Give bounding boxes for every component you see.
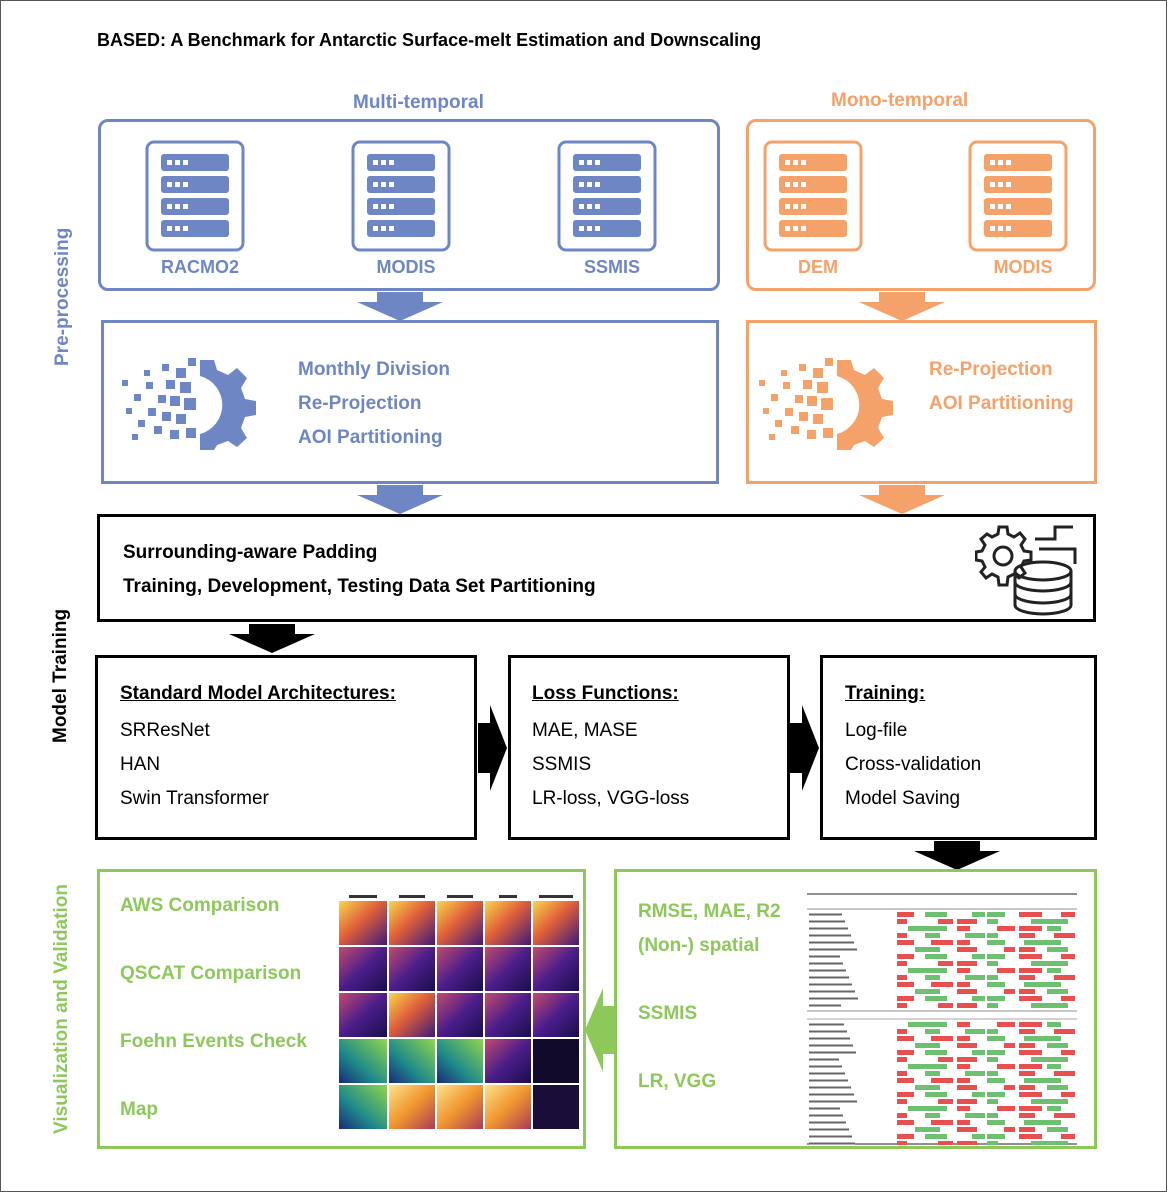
- multi-temporal-preprocessing-box: [101, 320, 719, 484]
- training-item: Log-file: [845, 720, 908, 741]
- arrow-down-icon: [857, 292, 947, 322]
- database-server-icon: [145, 140, 245, 252]
- architecture-item: HAN: [120, 754, 161, 775]
- side-label-visualization: Visualization and Validation: [51, 884, 72, 1134]
- step-monthly-division: Monthly Division: [298, 359, 450, 380]
- step-aoi-partitioning: AOI Partitioning: [929, 393, 1074, 414]
- source-label-ssmis: SSMIS: [583, 257, 640, 277]
- results-table-image: [807, 893, 1077, 1145]
- side-label-model-training: Model Training: [50, 608, 71, 743]
- loss-item: MAE, MASE: [532, 720, 638, 741]
- mono-temporal-sources-box: [746, 119, 1096, 291]
- loss-functions-box: [508, 655, 790, 840]
- database-server-icon: [351, 140, 451, 252]
- architectures-box: [95, 655, 477, 840]
- mono-temporal-title: Mono-temporal: [831, 90, 969, 111]
- padding-lines: Surrounding-aware Padding Training, Deve…: [123, 536, 596, 604]
- arrow-down-icon: [355, 292, 445, 322]
- validation-item-qscat: QSCAT Comparison: [120, 963, 302, 984]
- training-box: [820, 655, 1097, 840]
- padding-line: Surrounding-aware Padding: [123, 542, 378, 563]
- architecture-item: Swin Transformer: [120, 788, 269, 809]
- metric-rmse-mae-r2: RMSE, MAE, R2: [638, 901, 781, 922]
- step-re-projection: Re-Projection: [929, 359, 1053, 380]
- training-title: Training:: [845, 683, 926, 704]
- training-item: Cross-validation: [845, 754, 982, 775]
- database-server-icon: [968, 140, 1068, 252]
- loss-functions-content: Loss Functions: MAE, MASE SSMIS LR-loss,…: [532, 683, 689, 816]
- metric-ssmis: SSMIS: [638, 1003, 698, 1024]
- arrow-left-icon: [584, 988, 616, 1072]
- step-aoi-partitioning: AOI Partitioning: [298, 427, 443, 448]
- multi-temporal-steps: Monthly Division Re-Projection AOI Parti…: [298, 353, 450, 455]
- validation-item-map: Map: [120, 1099, 158, 1120]
- source-label-racmo2: RACMO2: [160, 257, 239, 277]
- arrow-down-icon: [227, 624, 317, 654]
- arrow-down-icon: [355, 485, 445, 515]
- architecture-item: SRResNet: [120, 720, 210, 741]
- side-label-preprocessing: Pre-processing: [52, 227, 73, 366]
- arrow-down-icon: [857, 485, 947, 515]
- loss-item: SSMIS: [532, 754, 592, 775]
- loss-item: LR-loss, VGG-loss: [532, 788, 690, 809]
- partitioning-line: Training, Development, Testing Data Set …: [123, 576, 596, 597]
- validation-box: [97, 869, 586, 1149]
- source-label-dem: DEM: [798, 257, 838, 277]
- step-re-projection: Re-Projection: [298, 393, 422, 414]
- mono-temporal-steps: Re-Projection AOI Partitioning: [929, 353, 1074, 421]
- data-processing-gear-icon: [755, 350, 895, 450]
- arrow-right-icon: [478, 705, 508, 791]
- figure-title: BASED: A Benchmark for Antarctic Surface…: [97, 30, 762, 50]
- arrow-down-icon: [912, 841, 1002, 871]
- source-label-modis: MODIS: [993, 257, 1053, 277]
- multi-temporal-title: Multi-temporal: [353, 92, 484, 113]
- data-processing-gear-icon: [118, 350, 258, 450]
- validation-item-aws: AWS Comparison: [120, 895, 280, 916]
- metric-spatial: (Non-) spatial: [638, 935, 760, 956]
- multi-temporal-sources-box: [98, 119, 720, 291]
- loss-functions-title: Loss Functions:: [532, 683, 679, 704]
- arrow-right-icon: [790, 705, 820, 791]
- database-server-icon: [763, 140, 863, 252]
- padding-partitioning-box: [97, 514, 1096, 622]
- gear-database-icon: [975, 519, 1080, 617]
- source-label-modis: MODIS: [376, 257, 436, 277]
- architectures-content: Standard Model Architectures: SRResNet H…: [120, 683, 396, 816]
- database-server-icon: [557, 140, 657, 252]
- mono-temporal-preprocessing-box: [746, 320, 1097, 484]
- validation-item-foehn: Foehn Events Check: [120, 1031, 307, 1052]
- metrics-box: [614, 869, 1097, 1149]
- metric-lr-vgg: LR, VGG: [638, 1071, 717, 1092]
- architectures-title: Standard Model Architectures:: [120, 683, 396, 704]
- training-item: Model Saving: [845, 788, 961, 809]
- melt-map-grid-image: [339, 893, 579, 1129]
- training-content: Training: Log-file Cross-validation Mode…: [845, 683, 981, 816]
